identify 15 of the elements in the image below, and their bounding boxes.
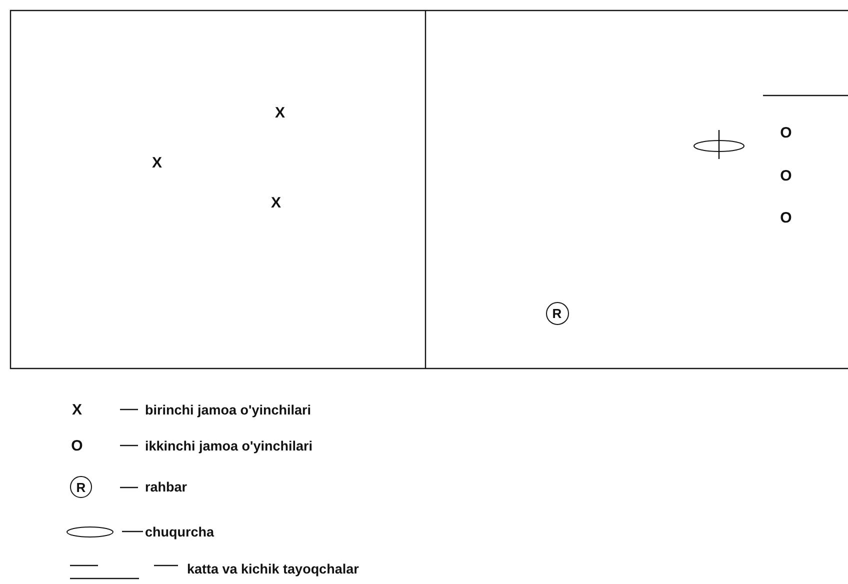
legend-text: ikkinchi jamoa o'yinchilari xyxy=(145,439,313,453)
cross-marker: X xyxy=(72,402,82,418)
legend-text: rahbar xyxy=(145,480,188,494)
legend-text: katta va kichik tayoqchalar xyxy=(187,562,359,576)
leader-circle: R xyxy=(70,476,92,498)
legend-text: birinchi jamoa o'yinchilari xyxy=(145,403,312,417)
cross-marker: X xyxy=(152,156,162,170)
cross-marker: X xyxy=(271,196,281,210)
cross-marker: X xyxy=(275,106,285,120)
circle-marker: O xyxy=(780,210,792,226)
legend-text: chuqurcha xyxy=(145,525,214,539)
circle-marker: O xyxy=(71,438,83,454)
circle-marker: O xyxy=(780,126,792,140)
circle-marker: O xyxy=(780,168,792,184)
leader-circle: R xyxy=(546,302,568,324)
